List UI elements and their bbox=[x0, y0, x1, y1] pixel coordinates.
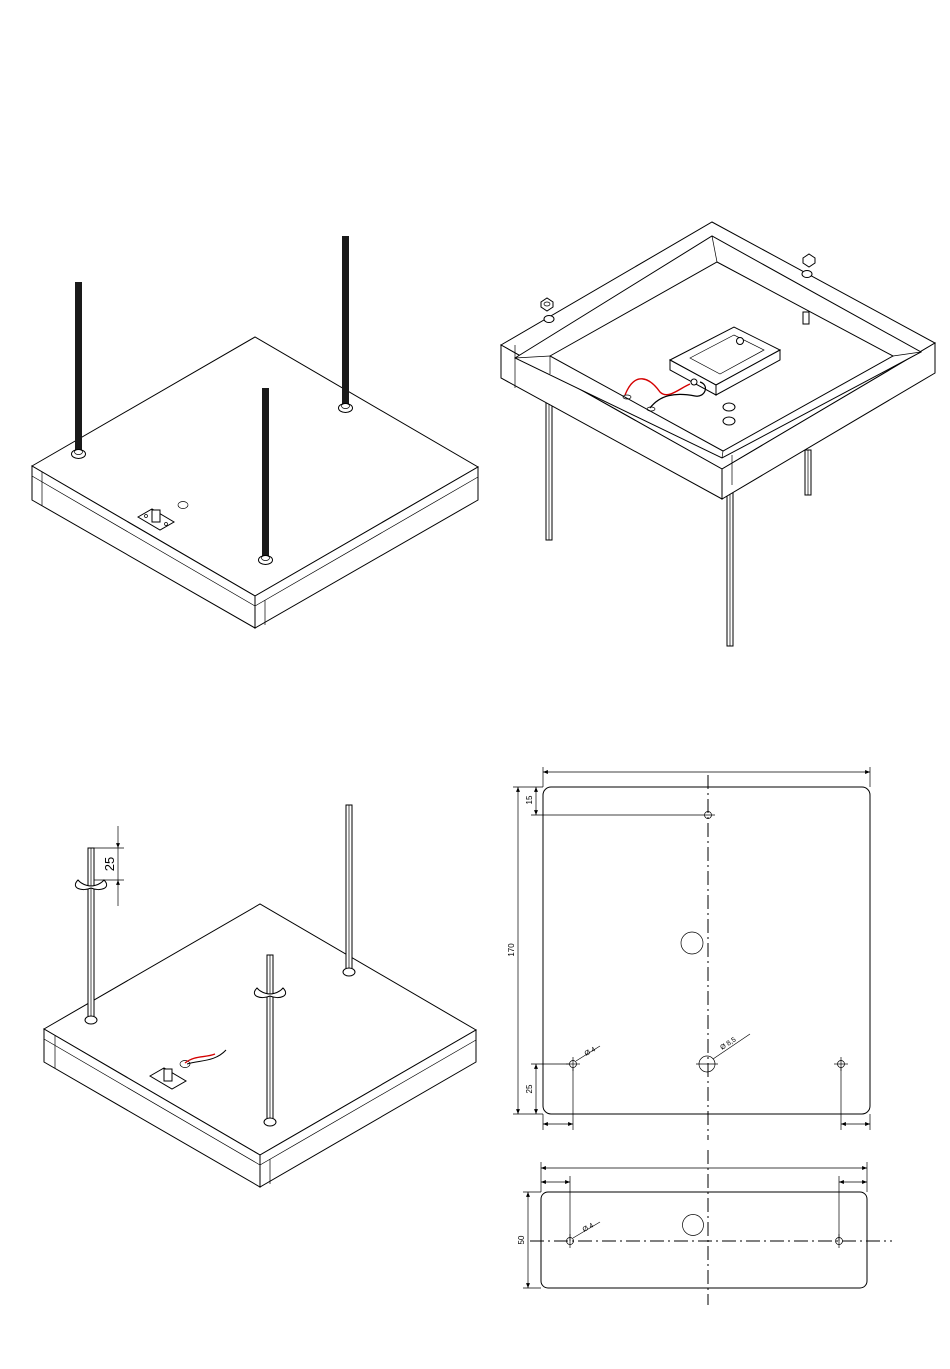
threaded-rod-back bbox=[343, 805, 355, 976]
side-height-dimension: 50 bbox=[517, 1235, 526, 1244]
threaded-rod-below-front bbox=[727, 490, 733, 646]
small-hole-diameter-label: Ø 4 bbox=[584, 1046, 597, 1058]
threaded-rod-below-left bbox=[546, 400, 552, 540]
bottom-hole-offset-dimension: 25 bbox=[525, 1084, 534, 1093]
center-hole bbox=[681, 932, 703, 954]
iso-view-base-with-rods bbox=[32, 236, 478, 628]
nut-icon bbox=[541, 298, 554, 323]
threaded-rod-left bbox=[72, 282, 86, 459]
bottom-hole-center bbox=[696, 1056, 718, 1072]
top-hole-offset-dimension: 15 bbox=[525, 795, 534, 804]
iso-view-frame-underside bbox=[501, 222, 935, 646]
nut-icon bbox=[802, 254, 815, 278]
large-hole-diameter-label: Ø 8,5 bbox=[719, 1036, 737, 1051]
side-center-hole bbox=[683, 1215, 704, 1236]
side-panel-drawing: 50 Ø 4 bbox=[517, 1150, 892, 1305]
plate-drawing: 170 15 Ø 4 Ø 8,5 25 bbox=[507, 767, 870, 1140]
threaded-rod-back bbox=[339, 236, 353, 413]
side-hole-diameter-label: Ø 4 bbox=[582, 1222, 595, 1234]
rod-projection-dimension: 25 bbox=[102, 857, 117, 871]
plate-height-dimension: 170 bbox=[507, 943, 516, 957]
iso-view-base-with-wingnuts: 25 bbox=[44, 805, 476, 1187]
threaded-rod-below-right bbox=[805, 450, 811, 495]
